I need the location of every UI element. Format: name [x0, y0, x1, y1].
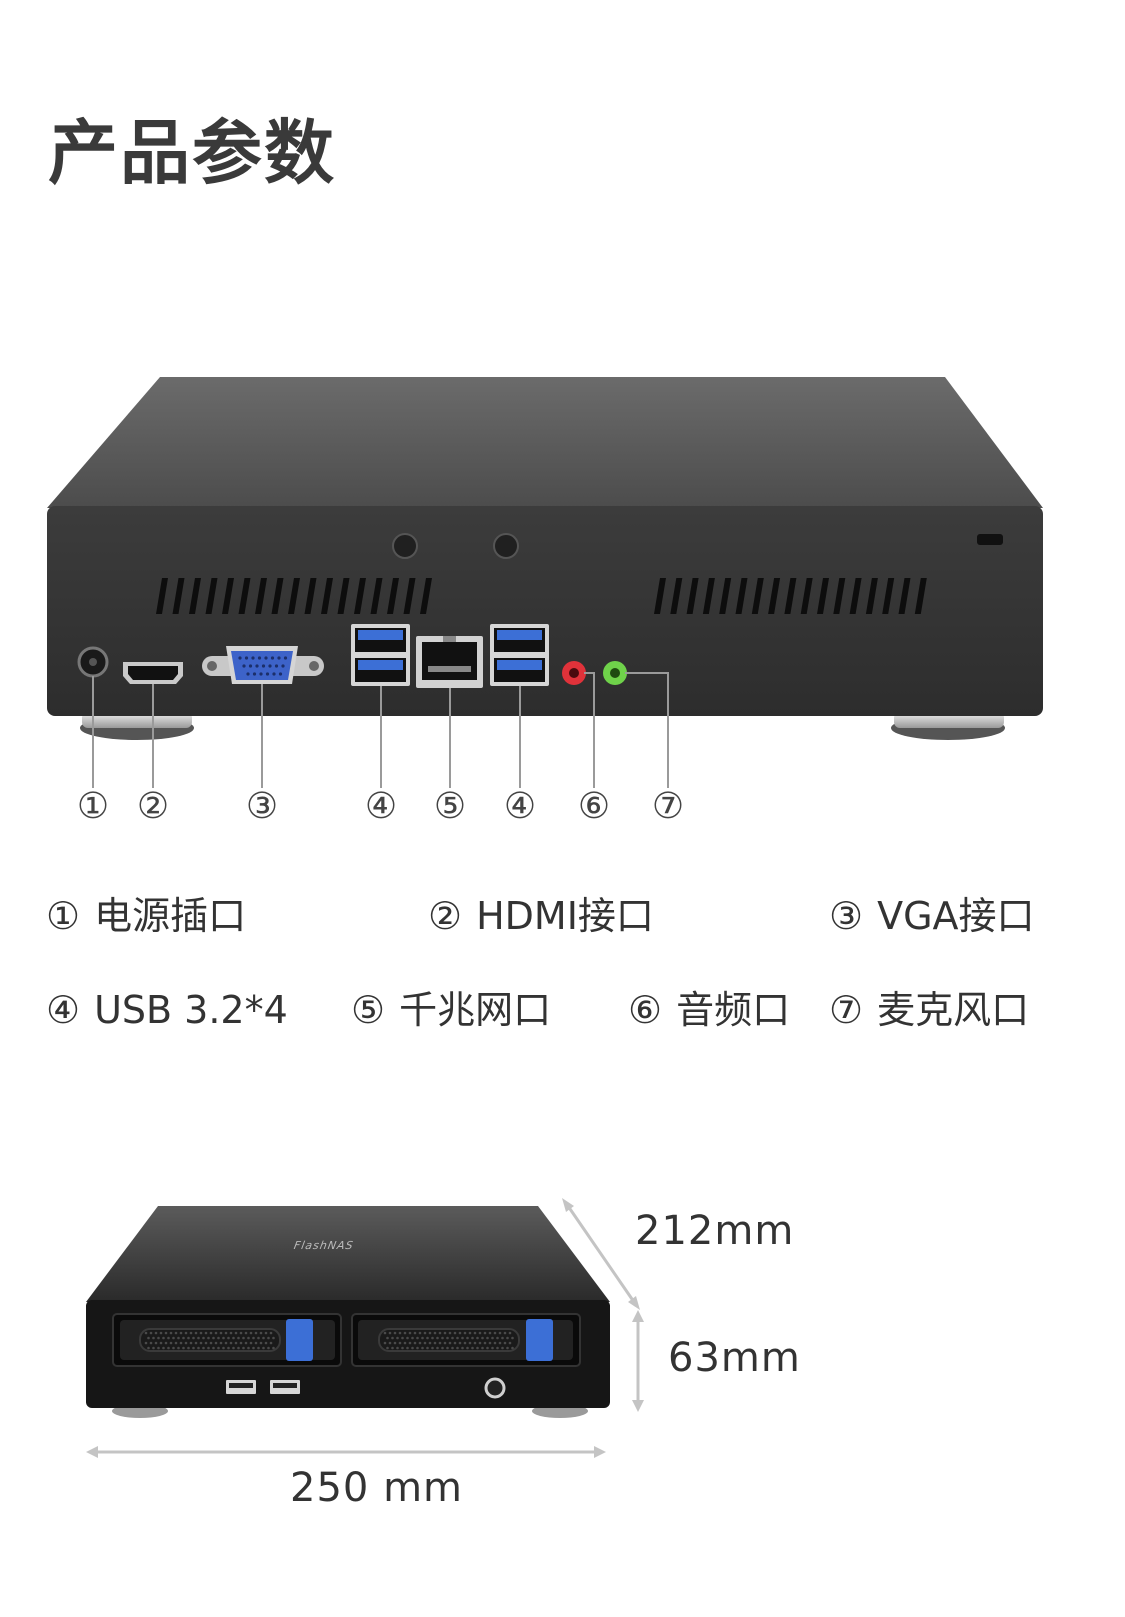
legend-item-mic: ⑦ 麦克风口 — [829, 991, 1029, 1029]
legend-number: ② — [428, 894, 463, 938]
lock-slot — [977, 534, 1003, 545]
dimension-lines — [86, 1198, 644, 1458]
vent-left — [156, 578, 432, 614]
legend-item-power: ① 电源插口 — [46, 897, 246, 935]
legend-item-ethernet: ⑤ 千兆网口 — [351, 991, 551, 1029]
legend-item-hdmi: ② HDMI接口 — [428, 897, 654, 935]
dimension-width: 250 mm — [290, 1465, 463, 1511]
legend-label: HDMI接口 — [476, 894, 654, 938]
dimension-height: 63mm — [668, 1335, 801, 1381]
legend-number: ① — [46, 894, 81, 938]
front-view-illustration — [86, 1206, 610, 1418]
callout-7: ⑦ — [651, 786, 685, 827]
power-jack-icon — [77, 646, 109, 678]
legend-label: USB 3.2*4 — [94, 988, 288, 1032]
dimension-depth: 212mm — [635, 1208, 795, 1254]
callout-4: ④ — [503, 786, 537, 827]
legend-label: 电源插口 — [94, 894, 247, 938]
callout-4: ④ — [364, 786, 398, 827]
mic-jack-icon — [603, 661, 627, 685]
vga-port-icon — [202, 646, 324, 684]
screw-icon — [493, 533, 519, 559]
vent-right — [654, 578, 927, 614]
legend-label: VGA接口 — [877, 894, 1035, 938]
legend-item-audio: ⑥ 音频口 — [628, 991, 790, 1029]
legend-label: 千兆网口 — [399, 988, 552, 1032]
callout-6: ⑥ — [577, 786, 611, 827]
legend-label: 麦克风口 — [877, 988, 1030, 1032]
legend-number: ④ — [46, 988, 81, 1032]
legend-number: ③ — [829, 894, 864, 938]
legend-label: 音频口 — [676, 988, 791, 1032]
legend-number: ⑥ — [628, 988, 663, 1032]
ethernet-port-icon — [416, 636, 483, 688]
page-title: 产品参数 — [48, 112, 336, 194]
callout-3: ③ — [245, 786, 279, 827]
screw-icon — [392, 533, 418, 559]
legend-number: ⑤ — [351, 988, 386, 1032]
usb-port-stack-left — [351, 624, 410, 686]
audio-jack-icon — [562, 661, 586, 685]
legend-number: ⑦ — [829, 988, 864, 1032]
callout-leader-lines — [92, 672, 669, 788]
usb-port-stack-right — [490, 624, 549, 686]
callout-5: ⑤ — [433, 786, 467, 827]
callout-1: ① — [76, 786, 110, 827]
hdmi-port-icon — [123, 662, 183, 684]
legend-item-vga: ③ VGA接口 — [829, 897, 1035, 935]
front-logo: FlashNAS — [292, 1239, 355, 1252]
case-top — [47, 377, 1043, 508]
case-feet — [80, 712, 1005, 740]
legend-item-usb: ④ USB 3.2*4 — [46, 991, 288, 1029]
callout-2: ② — [136, 786, 170, 827]
